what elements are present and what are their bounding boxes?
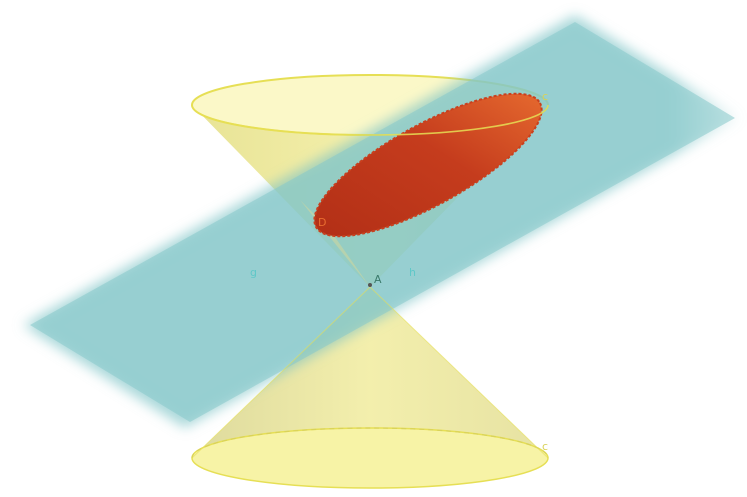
apex-point [368, 283, 372, 287]
cone-top-label: c [542, 90, 548, 103]
ellipse-point-label: D [318, 216, 326, 229]
cone-bottom-label: c [542, 440, 548, 453]
plane-label-g: g [250, 266, 257, 279]
plane-label-h: h [409, 266, 416, 279]
apex-label: A [374, 273, 382, 286]
